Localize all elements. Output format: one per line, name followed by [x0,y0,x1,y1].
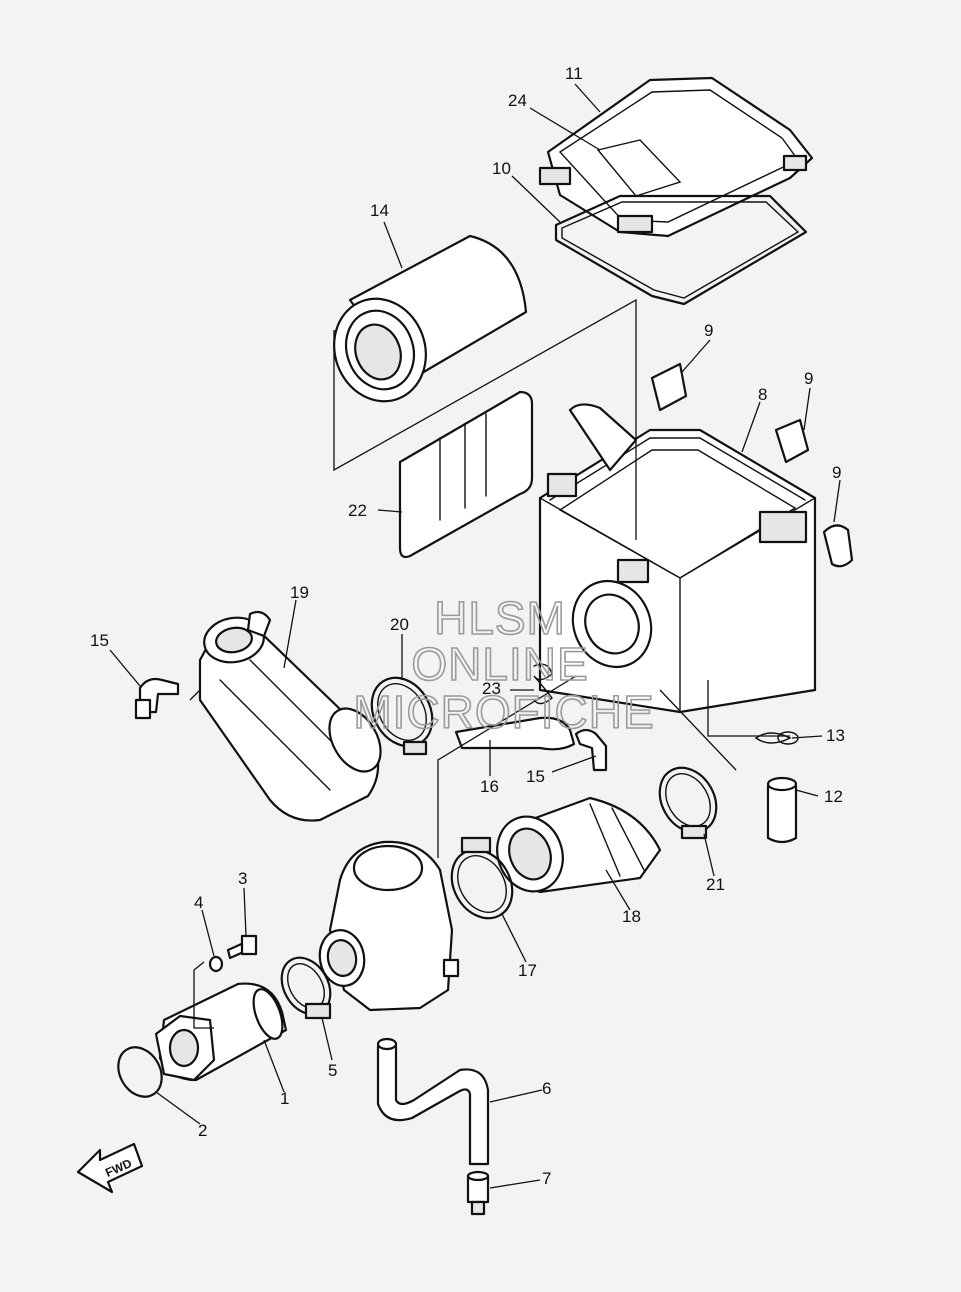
leader-lines [109,83,841,1189]
forward-direction-arrow: FWD [76,1142,144,1194]
callout-5: 5 [328,1061,337,1080]
clamp-20 [370,676,434,756]
callout-20: 20 [390,615,409,634]
watermark-line-1: HLSM [434,592,566,644]
clamp-21 [658,766,718,840]
airbox-case [538,403,817,714]
washer [208,955,224,973]
filter-panel [398,390,534,559]
retaining-clips [650,362,854,568]
elbow-fitting-right [574,728,608,772]
callout-6: 6 [542,1079,551,1098]
watermark-line-3: MICROFICHE [353,686,654,738]
hose-plug [466,1170,490,1216]
callout-15-left: 15 [90,631,109,650]
breather-hose [454,716,576,751]
callout-13: 13 [826,726,845,745]
callout-19: 19 [290,583,309,602]
bolt [226,934,258,960]
intake-pipe [154,982,288,1082]
callout-11: 11 [565,64,583,83]
callout-24: 24 [508,91,527,110]
callout-12: 12 [824,787,843,806]
callout-16: 16 [480,777,499,796]
callout-9-mid: 9 [804,369,813,388]
assembly-lines [189,298,790,1029]
callout-10: 10 [492,159,511,178]
elbow-fitting-left [134,677,180,720]
watermark-line-2: ONLINE [411,638,588,690]
callout-22: 22 [348,501,367,520]
callout-14: 14 [370,201,389,220]
callout-2: 2 [198,1121,207,1140]
callout-3: 3 [238,869,247,888]
callout-8: 8 [758,385,767,404]
air-filter-element [333,234,528,403]
callout-1: 1 [280,1089,289,1108]
carburetor [318,840,460,1012]
callout-7: 7 [542,1169,551,1188]
callout-21: 21 [706,875,725,894]
callout-9-right: 9 [832,463,841,482]
callout-15-right: 15 [526,767,545,786]
callout-18: 18 [622,907,641,926]
spring-clip [533,663,553,705]
intake-duct [198,610,382,822]
o-ring [117,1046,163,1098]
callout-labels: 11 24 10 14 9 8 9 9 22 19 15 20 23 13 16… [90,64,845,1188]
watermark: HLSM ONLINE MICROFICHE [353,591,655,739]
callout-23: 23 [482,679,501,698]
clamp-17 [450,836,514,920]
cover-gasket [554,194,808,306]
callout-4: 4 [194,893,203,912]
callout-9-top: 9 [704,321,713,340]
callout-17: 17 [518,961,537,980]
hose-clip [754,731,799,745]
airbox-cover [538,76,814,238]
drain-hose [376,1037,490,1166]
clamp-5 [280,956,332,1020]
drain-plug [766,776,798,844]
